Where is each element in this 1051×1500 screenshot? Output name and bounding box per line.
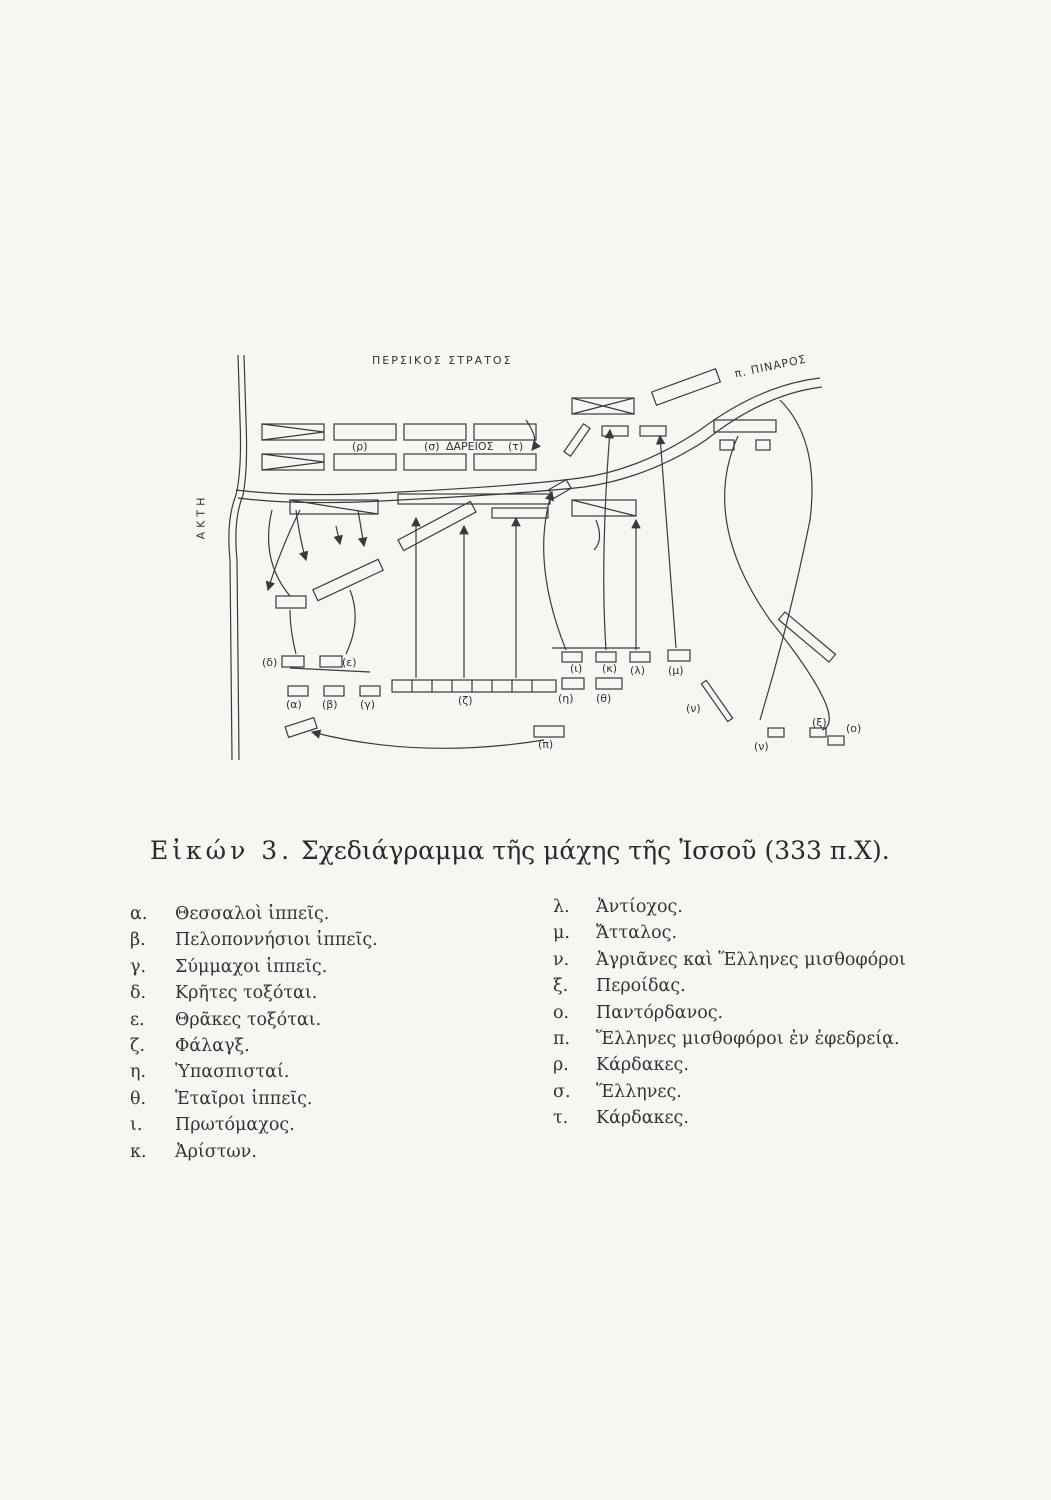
label-coast: ΑΚΤΗ	[194, 493, 208, 540]
caption-prefix: Εἰκών 3.	[150, 836, 294, 865]
legend-value: Ἕλληνες μισθοφόροι ἐν ἐφεδρείᾳ.	[596, 1028, 900, 1049]
legend-key: ο.	[553, 1002, 570, 1023]
legend-key: ζ.	[130, 1035, 146, 1056]
legend-row: ε. Θρᾶκες τοξόται.	[130, 1010, 460, 1036]
legend-key: λ.	[553, 897, 570, 917]
legend-row: ρ. Κάρδακες.	[553, 1055, 973, 1081]
legend-right: λ. Ἀντίοχος. μ. Ἄτταλος. ν. Ἀγριᾶνες καὶ Ἕλ…	[553, 897, 973, 1135]
label-beta: (β)	[322, 698, 338, 711]
legend-row: ν. Ἀγριᾶνες καὶ Ἕλληνες μισθοφόροι	[553, 950, 973, 976]
label-epsilon: (ε)	[342, 656, 357, 669]
label-tau: (τ)	[508, 440, 524, 453]
legend-key: α.	[130, 904, 148, 924]
legend-key: β.	[130, 930, 146, 951]
legend-row: α. Θεσσαλοὶ ἱππεῖς.	[130, 904, 460, 930]
label-eta: (η)	[558, 692, 574, 705]
label-darius: ΔΑΡΕΙΟΣ	[446, 440, 494, 453]
legend-key: σ.	[553, 1081, 571, 1102]
legend-row: κ. Ἀρίστων.	[130, 1142, 460, 1168]
legend-value: Κάρδακες.	[596, 1108, 689, 1129]
coastline	[228, 354, 242, 761]
river-pinaros-bank-1	[235, 377, 821, 496]
figure-caption: Εἰκών 3. Σχεδιάγραμμα τῆς μάχης τῆς Ἰσσο…	[150, 836, 970, 865]
legend-value: Θρᾶκες τοξόται.	[175, 1009, 322, 1030]
legend-row: ξ. Περοίδας.	[553, 976, 973, 1002]
legend-key: δ.	[130, 983, 147, 1004]
label-kappa: (κ)	[602, 662, 618, 675]
label-alpha: (α)	[286, 698, 302, 711]
legend-value: Παντόρδανος.	[596, 1002, 724, 1023]
label-sigma: (σ)	[424, 440, 440, 453]
legend-row: ζ. Φάλαγξ.	[130, 1036, 460, 1062]
caption-text: Σχεδιάγραμμα τῆς μάχης τῆς Ἰσσοῦ (333 π.…	[301, 836, 890, 865]
label-iota: (ι)	[570, 662, 583, 675]
legend-value: Πελοποννήσιοι ἱππεῖς.	[175, 930, 378, 951]
river-pinaros-bank-2	[237, 386, 823, 504]
legend-key: θ.	[130, 1088, 147, 1109]
label-delta: (δ)	[262, 656, 278, 669]
legend-row: δ. Κρῆτες τοξόται.	[130, 983, 460, 1009]
legend-value: Ἕλληνες.	[596, 1081, 682, 1102]
legend-value: Ἀγριᾶνες καὶ Ἕλληνες μισθοφόροι	[596, 949, 906, 970]
legend-row: ι. Πρωτόμαχος.	[130, 1115, 460, 1141]
legend-key: ν.	[553, 949, 570, 970]
legend-key: π.	[553, 1028, 571, 1049]
legend-key: μ.	[553, 923, 570, 944]
label-lambda: (λ)	[630, 664, 646, 677]
legend-row: λ. Ἀντίοχος.	[553, 897, 973, 923]
label-gamma: (γ)	[360, 698, 376, 711]
legend-key: γ.	[130, 956, 147, 977]
legend-row: η. Ὑπασπισταί.	[130, 1062, 460, 1088]
label-omicron: (ο)	[846, 722, 862, 735]
label-rho: (ρ)	[352, 440, 368, 453]
legend-row: σ. Ἕλληνες.	[553, 1082, 973, 1108]
legend-row: ο. Παντόρδανος.	[553, 1003, 973, 1029]
legend-key: κ.	[130, 1141, 147, 1162]
legend-value: Σύμμαχοι ἱππεῖς.	[175, 956, 328, 977]
legend-key: η.	[130, 1062, 147, 1083]
legend-key: τ.	[553, 1108, 569, 1129]
legend-value: Φάλαγξ.	[175, 1035, 250, 1056]
legend-value: Ἄτταλος.	[596, 923, 678, 944]
legend-value: Ἀρίστων.	[175, 1141, 257, 1162]
label-nu-2: (ν)	[754, 740, 769, 753]
legend-row: τ. Κάρδακες.	[553, 1108, 973, 1134]
label-persian-army: ΠΕΡΣΙΚΟΣ ΣΤΡΑΤΟΣ	[372, 354, 513, 367]
legend-value: Περοίδας.	[596, 976, 686, 997]
label-xi: (ξ)	[812, 716, 827, 729]
label-mu: (μ)	[668, 664, 684, 677]
legend-row: β. Πελοποννήσιοι ἱππεῖς.	[130, 930, 460, 956]
legend-key: ξ.	[553, 976, 569, 997]
legend-value: Ἀντίοχος.	[596, 897, 683, 917]
label-zeta: (ζ)	[458, 694, 473, 707]
legend-row: μ. Ἄτταλος.	[553, 923, 973, 949]
legend-value: Θεσσαλοὶ ἱππεῖς.	[175, 904, 330, 924]
legend-key: ρ.	[553, 1055, 569, 1076]
legend-key: ε.	[130, 1009, 145, 1030]
legend-row: θ. Ἑταῖροι ἱππεῖς.	[130, 1089, 460, 1115]
legend-value: Ὑπασπισταί.	[175, 1062, 290, 1083]
legend-value: Κρῆτες τοξόται.	[175, 983, 318, 1004]
coastline-inner	[235, 354, 248, 761]
legend-value: Κάρδακες.	[596, 1055, 689, 1076]
legend-value: Πρωτόμαχος.	[175, 1115, 295, 1136]
legend-value: Ἑταῖροι ἱππεῖς.	[175, 1088, 313, 1109]
legend-left: α. Θεσσαλοὶ ἱππεῖς. β. Πελοποννήσιοι ἱππεῖ…	[130, 904, 460, 1168]
label-pi: (π)	[538, 738, 554, 751]
legend-row: π. Ἕλληνες μισθοφόροι ἐν ἐφεδρείᾳ.	[553, 1029, 973, 1055]
legend-row: γ. Σύμμαχοι ἱππεῖς.	[130, 957, 460, 983]
label-theta: (θ)	[596, 692, 612, 705]
label-nu-1: (ν)	[686, 702, 701, 715]
legend-key: ι.	[130, 1115, 143, 1136]
